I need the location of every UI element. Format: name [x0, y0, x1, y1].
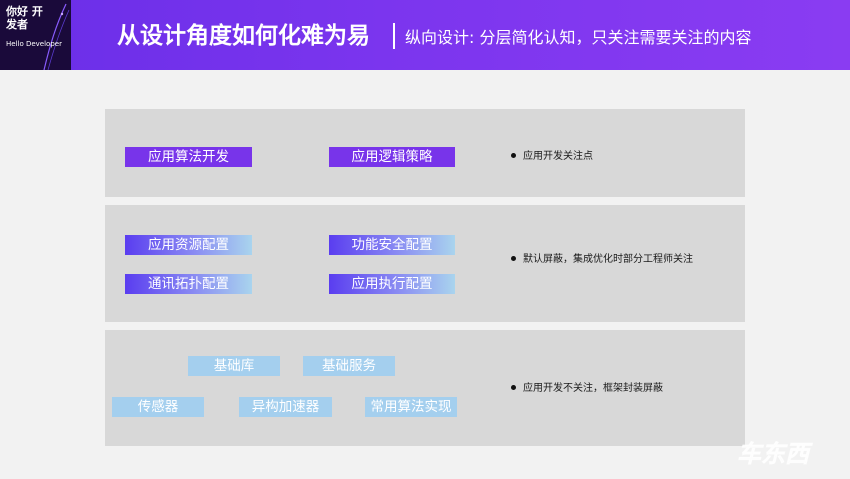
tag-app-logic-strategy: 应用逻辑策略: [329, 147, 455, 167]
watermark-text: 车东西: [737, 440, 813, 468]
tag-comm-topology-config: 通讯拓扑配置: [125, 274, 252, 294]
logo-decoration-icon: [43, 3, 70, 70]
tag-base-library: 基础库: [188, 356, 280, 376]
tag-common-algorithm-impl: 常用算法实现: [365, 397, 457, 417]
logo-title: 你好 开发者: [6, 5, 43, 31]
note-platform-focus: 应用开发不关注，框架封装屏蔽: [511, 382, 663, 396]
tag-sensors: 传感器: [112, 397, 204, 417]
note-text: 默认屏蔽，集成优化时部分工程师关注: [523, 254, 693, 265]
logo: 你好 开发者 Hello Developer: [0, 0, 71, 70]
note-text: 应用开发关注点: [523, 151, 593, 162]
tag-functional-safety-config: 功能安全配置: [329, 235, 455, 255]
bullet-dot-icon: [511, 384, 516, 390]
tag-heterogeneous-accelerator: 异构加速器: [239, 397, 332, 417]
logo-subtitle: Hello Developer: [6, 40, 62, 48]
bullet-dot-icon: [511, 152, 516, 158]
title-divider: [393, 23, 395, 49]
tag-app-algorithm-dev: 应用算法开发: [125, 147, 252, 167]
tag-app-execution-config: 应用执行配置: [329, 274, 455, 294]
tag-app-resource-config: 应用资源配置: [125, 235, 252, 255]
panel-platform-layer: 基础库 基础服务 传感器 异构加速器 常用算法实现 应用开发不关注，框架封装屏蔽: [105, 330, 745, 446]
header-banner: 你好 开发者 Hello Developer 从设计角度如何化难为易 纵向设计:…: [0, 0, 850, 70]
bullet-dot-icon: [511, 255, 516, 261]
note-config-focus: 默认屏蔽，集成优化时部分工程师关注: [511, 253, 693, 267]
panel-config-layer: 应用资源配置 功能安全配置 通讯拓扑配置 应用执行配置 默认屏蔽，集成优化时部分…: [105, 205, 745, 322]
note-text: 应用开发不关注，框架封装屏蔽: [523, 383, 663, 394]
page-title: 从设计角度如何化难为易: [117, 23, 370, 49]
watermark: 车东西: [733, 436, 845, 470]
tag-base-services: 基础服务: [303, 356, 395, 376]
panel-application-layer: 应用算法开发 应用逻辑策略 应用开发关注点: [105, 109, 745, 197]
page-subtitle: 纵向设计: 分层简化认知，只关注需要关注的内容: [405, 28, 752, 47]
watermark-logo-icon: 车东西: [737, 440, 814, 469]
note-app-focus: 应用开发关注点: [511, 150, 593, 164]
